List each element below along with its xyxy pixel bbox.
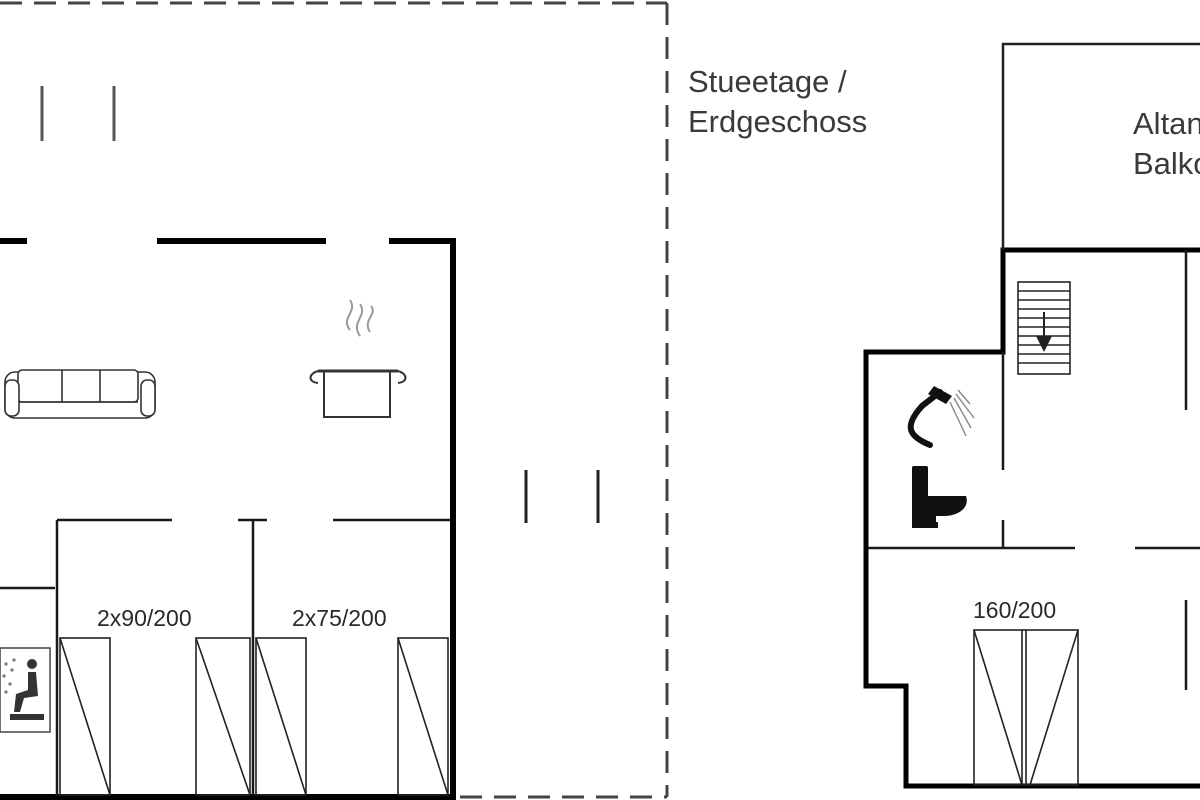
cooking-pot-icon [309,299,407,418]
bed-160 [973,629,1079,786]
balcony-label: Altan Balkon [1133,104,1200,183]
bed-size-label: 2x90/200 [97,605,192,631]
bed-2x90 [59,637,251,796]
floor-label-line2: Erdgeschoss [688,103,868,139]
sauna-icon [0,647,51,733]
window-marks-right [524,470,600,523]
ground-floor-walls [0,238,456,800]
floor-label: Stueetage / Erdgeschoss [688,62,867,141]
dashed-boundary [0,1,669,799]
sofa-icon [4,369,156,419]
balcony-label-line2: Balkon [1133,145,1200,181]
window-marks-top [40,86,116,141]
bed-2x75 [255,637,449,796]
balcony-label-line1: Altan [1133,106,1200,141]
balcony-outline [1001,42,1200,250]
shower-icon [907,386,975,448]
stairs-down-icon [1017,281,1071,375]
bed-size-label: 2x75/200 [292,605,387,631]
upper-floor-interior-walls [868,250,1200,690]
upper-floor-walls [863,247,1200,789]
floor-label-line1: Stueetage / [688,64,847,99]
ground-floor-interior-walls [0,518,450,795]
toilet-icon [912,466,967,528]
bed-size-label: 160/200 [973,597,1057,623]
